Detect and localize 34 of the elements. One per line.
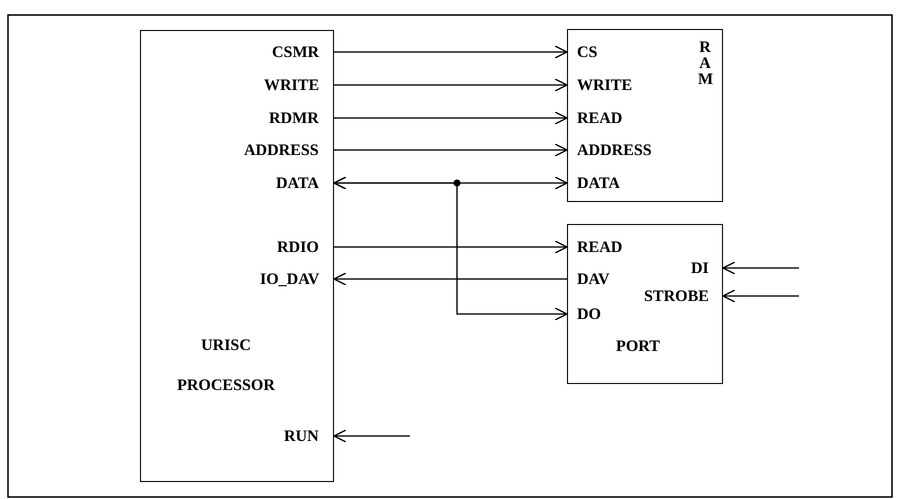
pin-label: READ	[577, 239, 622, 257]
pin-label: DATA	[276, 175, 319, 193]
pin-label: CS	[577, 44, 598, 62]
block-box	[567, 29, 723, 202]
signal-arrow	[334, 111, 568, 125]
pin-label: READ	[577, 110, 622, 128]
pin-label: DATA	[577, 175, 620, 193]
block-title: RAM	[698, 40, 712, 88]
pin-label: WRITE	[264, 77, 320, 95]
signal-arrow	[334, 143, 568, 157]
block-box	[140, 30, 334, 482]
pin-label: IO_DAV	[260, 271, 320, 289]
pin-label: CSMR	[272, 44, 320, 62]
block-title: PORT	[615, 337, 661, 357]
block-box	[567, 224, 723, 384]
signal-arrow	[334, 240, 568, 254]
block-title: URISC PROCESSOR	[176, 336, 276, 396]
pin-label: ADDRESS	[577, 142, 652, 160]
pin-label: STROBE	[644, 288, 709, 306]
pin-label: ADDRESS	[244, 142, 319, 160]
pin-label: DAV	[577, 271, 610, 289]
pin-label: RDIO	[277, 239, 319, 257]
pin-label: DI	[691, 260, 709, 278]
signal-arrow	[722, 261, 799, 275]
pin-label: RDMR	[269, 110, 319, 128]
signal-arrow	[334, 45, 568, 59]
pin-label: DO	[577, 306, 601, 324]
signal-arrow	[722, 289, 799, 303]
pin-label: WRITE	[577, 77, 632, 95]
signal-arrow	[333, 272, 567, 286]
pin-label: RUN	[284, 428, 319, 446]
signal-arrow	[334, 78, 568, 92]
signal-arrow	[333, 176, 568, 321]
signal-arrow	[333, 429, 410, 443]
